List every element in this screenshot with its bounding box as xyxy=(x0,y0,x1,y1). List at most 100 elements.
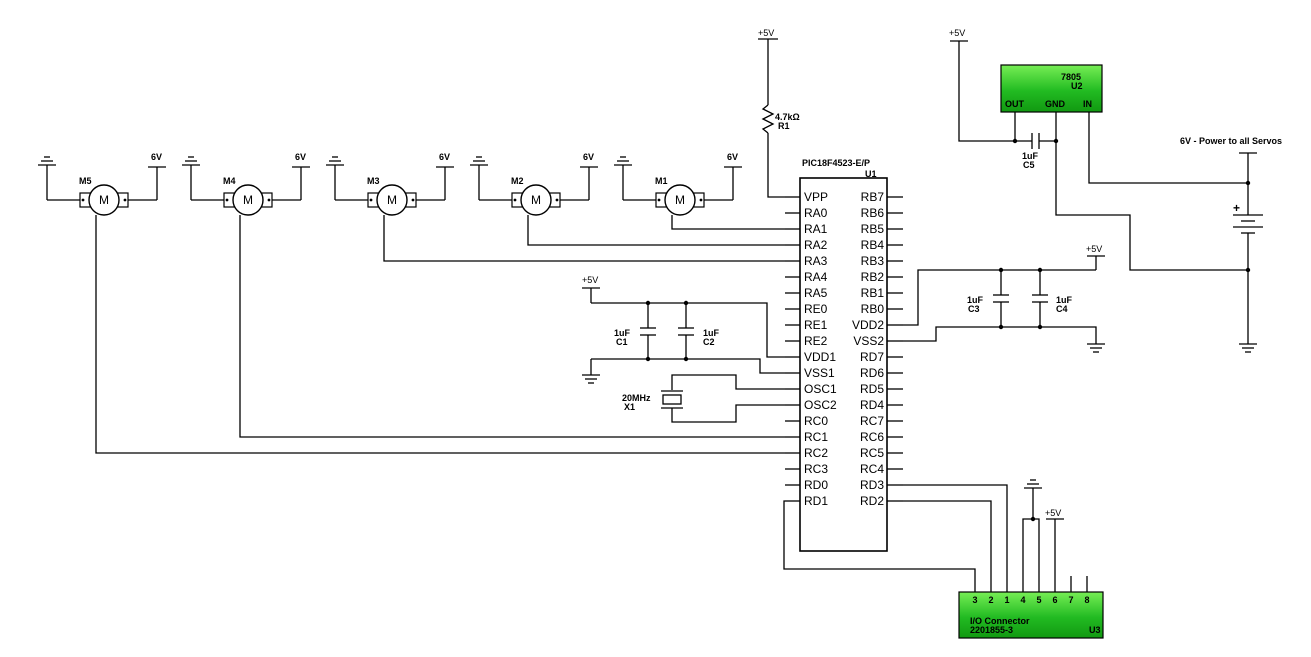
mcu-pin-label-rc0: RC0 xyxy=(804,414,828,428)
mcu-pin-label-rb2: RB2 xyxy=(861,270,885,284)
motor-symbol: M xyxy=(531,193,541,207)
regulator-u2: 7805 U2 OUT GND IN +5V 1uF C5 xyxy=(949,28,1248,271)
c2-value-label: 1uF xyxy=(703,328,720,338)
motor-symbol: M xyxy=(675,193,685,207)
connector-pin-5: 5 xyxy=(1036,595,1041,605)
mcu-pin-label-rc3: RC3 xyxy=(804,462,828,476)
connector-pin-7: 7 xyxy=(1068,595,1073,605)
mcu-pin-label-rd3: RD3 xyxy=(860,478,884,492)
c5-ref-label: C5 xyxy=(1023,160,1035,170)
mcu-pin-label-re0: RE0 xyxy=(804,302,828,316)
motor-ref-label: M3 xyxy=(367,176,380,186)
mcu-pin-label-ra5: RA5 xyxy=(804,286,828,300)
motor-supply-label: 6V xyxy=(295,152,306,162)
mcu-pin-label-rc4: RC4 xyxy=(860,462,884,476)
mcu-pin-label-ra4: RA4 xyxy=(804,270,828,284)
r1-ref-label: R1 xyxy=(778,121,790,131)
connector-name-label: I/O Connector xyxy=(970,616,1030,626)
motor-m2: 6V M M2 xyxy=(470,152,598,216)
mcu-pin-label-rc7: RC7 xyxy=(860,414,884,428)
c3-ref-label: C3 xyxy=(968,304,980,314)
c1-value-label: 1uF xyxy=(614,328,631,338)
mcu-pin-label-ra3: RA3 xyxy=(804,254,828,268)
regulator-pin-in: IN xyxy=(1083,99,1092,109)
motor-m5: 6V M M5 xyxy=(38,152,166,216)
motor-m4: 6V M M4 xyxy=(182,152,310,216)
mcu-pin-label-rb1: RB1 xyxy=(861,286,885,300)
mcu-pin-label-osc2: OSC2 xyxy=(804,398,837,412)
motor-supply-label: 6V xyxy=(583,152,594,162)
regulator-ref-label: U2 xyxy=(1071,81,1083,91)
battery-6v: 6V - Power to all Servos + xyxy=(1180,136,1282,353)
connector-pin-8: 8 xyxy=(1084,595,1089,605)
motor-symbol: M xyxy=(243,193,253,207)
mcu-pin-label-rb6: RB6 xyxy=(861,206,885,220)
regulator-pin-gnd: GND xyxy=(1045,99,1066,109)
connector-pin-6: 6 xyxy=(1052,595,1057,605)
motor-ref-label: M5 xyxy=(79,176,92,186)
motor-ref-label: M1 xyxy=(655,176,668,186)
motor-supply-label: 6V xyxy=(151,152,162,162)
connector-ref-label: U3 xyxy=(1089,625,1101,635)
regulator-body xyxy=(1000,64,1103,113)
mcu-pin-label-vdd2: VDD2 xyxy=(852,318,884,332)
mcu-pin-label-vss1: VSS1 xyxy=(804,366,835,380)
mcu-pin-label-rb3: RB3 xyxy=(861,254,885,268)
regulator-supply-label: +5V xyxy=(949,28,965,38)
c3c4-supply-label: +5V xyxy=(1086,244,1102,254)
c1c2-supply-label: +5V xyxy=(582,275,598,285)
r1-value-label: 4.7kΩ xyxy=(775,112,800,122)
mcu-right-pins: RB7RB6RB5RB4RB3RB2RB1RB0VDD2VSS2RD7RD6RD… xyxy=(852,190,903,508)
mcu-pin-label-vdd1: VDD1 xyxy=(804,350,836,364)
c4-ref-label: C4 xyxy=(1056,304,1068,314)
mcu-pin-label-rd7: RD7 xyxy=(860,350,884,364)
mcu-u1: PIC18F4523-E/P U1 VPPRA0RA1RA2RA3RA4RA5R… xyxy=(785,158,903,552)
resistor-r1: +5V 4.7kΩ R1 xyxy=(758,28,800,198)
mcu-pin-label-ra0: RA0 xyxy=(804,206,828,220)
mcu-pin-label-ra1: RA1 xyxy=(804,222,828,236)
decoupling-c1-c2: +5V 1uF C1 1uF C2 xyxy=(582,275,785,384)
connector-body xyxy=(958,591,1104,639)
connector-supply-label: +5V xyxy=(1045,508,1061,518)
motor-supply-label: 6V xyxy=(439,152,450,162)
mcu-pin-label-osc1: OSC1 xyxy=(804,382,837,396)
mcu-pin-label-vpp: VPP xyxy=(804,190,828,204)
x1-ref-label: X1 xyxy=(624,402,635,412)
mcu-pin-label-rd2: RD2 xyxy=(860,494,884,508)
motor-m1: 6V M M1 xyxy=(614,152,742,216)
c2-ref-label: C2 xyxy=(703,337,715,347)
mcu-ref-label: U1 xyxy=(865,169,877,179)
mcu-part-label: PIC18F4523-E/P xyxy=(802,158,870,168)
connector-pin-2: 2 xyxy=(988,595,993,605)
mcu-pin-label-rb5: RB5 xyxy=(861,222,885,236)
c3-value-label: 1uF xyxy=(967,295,984,305)
r1-supply-label: +5V xyxy=(758,28,774,38)
mcu-pin-label-rc1: RC1 xyxy=(804,430,828,444)
decoupling-c3-c4: +5V 1uF C3 1uF C4 xyxy=(903,244,1105,353)
mcu-pin-label-re2: RE2 xyxy=(804,334,828,348)
mcu-pin-label-rc5: RC5 xyxy=(860,446,884,460)
connector-pin-1: 1 xyxy=(1004,595,1009,605)
c5-value-label: 1uF xyxy=(1022,151,1039,161)
connector-part-label: 2201855-3 xyxy=(970,625,1013,635)
crystal-x1: 20MHz X1 xyxy=(622,374,785,423)
motor-supply-label: 6V xyxy=(727,152,738,162)
mcu-pin-label-vss2: VSS2 xyxy=(853,334,884,348)
mcu-pin-label-rd4: RD4 xyxy=(860,398,884,412)
c4-value-label: 1uF xyxy=(1056,295,1073,305)
mcu-body xyxy=(799,177,888,552)
mcu-pin-label-rd1: RD1 xyxy=(804,494,828,508)
servo-supply-label: 6V - Power to all Servos xyxy=(1180,136,1282,146)
motor-symbol: M xyxy=(99,193,109,207)
motor-ref-label: M2 xyxy=(511,176,524,186)
motor-ref-label: M4 xyxy=(223,176,236,186)
mcu-pin-label-rd0: RD0 xyxy=(804,478,828,492)
regulator-pin-out: OUT xyxy=(1005,99,1025,109)
mcu-pin-label-rd5: RD5 xyxy=(860,382,884,396)
mcu-pin-label-re1: RE1 xyxy=(804,318,828,332)
x1-value-label: 20MHz xyxy=(622,393,651,403)
